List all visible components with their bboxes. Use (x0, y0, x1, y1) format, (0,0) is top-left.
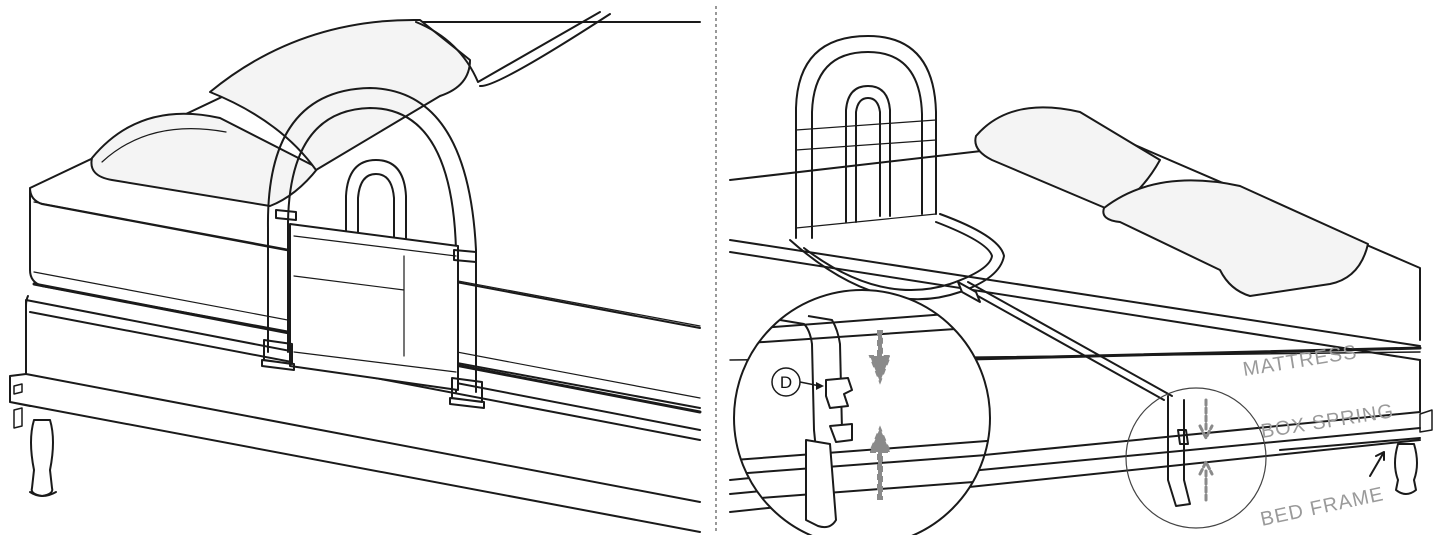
right-rail-arch (795, 35, 937, 239)
left-panel-installed-rail (9, 11, 702, 533)
right-detail-circle-small (1125, 387, 1267, 529)
zoom-buckle-top (825, 377, 853, 409)
right-strap (959, 281, 1173, 401)
zoom-buckle-bottom (829, 423, 853, 443)
bed-frame-pointer-arrow (1369, 451, 1385, 477)
right-rail-handle (845, 85, 891, 223)
zoom-arrow-up (868, 425, 892, 500)
zoom-arrow-down (868, 330, 892, 385)
left-clamp-right (449, 377, 485, 409)
left-bed-frame (9, 373, 701, 533)
left-rail-outer-arch (266, 87, 477, 393)
callout-d-label: D (780, 373, 792, 392)
left-rail-panel (289, 223, 459, 391)
right-mattress (729, 129, 1421, 361)
zoom-detail: D (733, 289, 991, 535)
left-bed-leg (30, 419, 54, 497)
label-bed-frame: BED FRAME (1258, 483, 1386, 531)
right-bed-leg (1394, 443, 1418, 495)
left-clamp-left (261, 339, 295, 371)
left-pillow-back (209, 18, 471, 171)
label-mattress: MATTRESS (1241, 341, 1358, 381)
right-rail-base-loop (789, 213, 1005, 301)
right-pillow-back (974, 106, 1161, 211)
left-pillow-front (90, 112, 319, 207)
left-rail-handle (345, 159, 407, 239)
right-pillow-front (1102, 179, 1369, 297)
